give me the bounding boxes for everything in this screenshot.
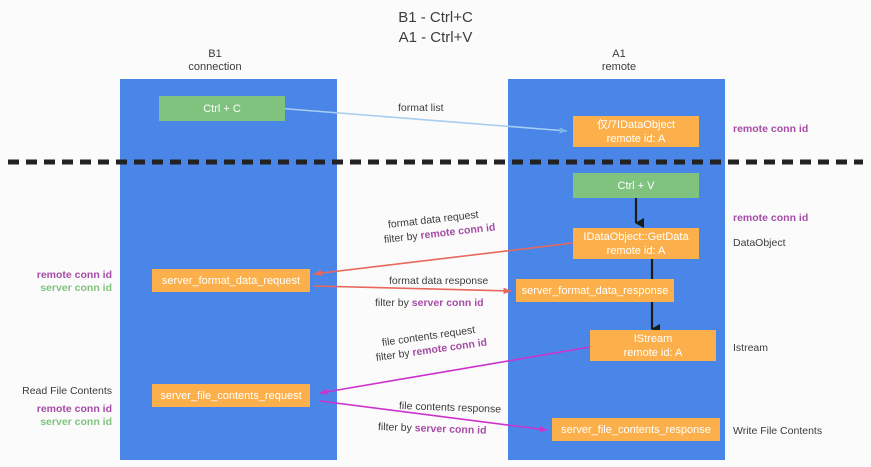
diagram-title: B1 - Ctrl+C A1 - Ctrl+V bbox=[0, 8, 871, 48]
annotation-left-remote-conn-2: remote conn id bbox=[36, 403, 112, 415]
column-b1-name: B1 bbox=[208, 48, 222, 60]
annotation-left-read-file-contents: Read File Contents bbox=[22, 385, 112, 397]
node-getdata[interactable]: IDataObject::GetData remote id: A bbox=[573, 228, 699, 259]
annotation-right-remote-conn-mid: remote conn id bbox=[733, 212, 809, 224]
node-server-format-data-request-label: server_format_data_request bbox=[161, 274, 301, 287]
node-server-file-contents-request[interactable]: server_file_contents_request bbox=[152, 384, 310, 407]
annotation-left-server-conn-2: server conn id bbox=[40, 416, 112, 428]
node-server-format-data-response-label: server_format_data_response bbox=[521, 284, 669, 297]
title-line-1: B1 - Ctrl+C bbox=[398, 9, 473, 26]
node-istream-line2: remote id: A bbox=[623, 346, 683, 359]
annotation-left-remote-conn-1: remote conn id bbox=[36, 269, 112, 281]
node-server-format-data-response[interactable]: server_format_data_response bbox=[516, 279, 674, 302]
node-idataobject-line1: 仅/7IDataObject bbox=[596, 118, 676, 131]
node-server-file-contents-response-label: server_file_contents_response bbox=[561, 423, 711, 436]
annotation-right-write-file-contents: Write File Contents bbox=[733, 425, 823, 437]
filter-prefix-3: filter by bbox=[375, 346, 414, 364]
annotation-left-server-conn-1: server conn id bbox=[40, 282, 112, 294]
annotation-right-istream: Istream bbox=[733, 342, 769, 354]
edge-label-format-list: format list bbox=[398, 102, 444, 114]
edge-label-format-data-response: format data response bbox=[389, 275, 489, 287]
filter-server-conn-id-2: server conn id bbox=[411, 297, 484, 309]
filter-prefix-2: filter by bbox=[375, 297, 412, 309]
node-server-format-data-request[interactable]: server_format_data_request bbox=[152, 269, 310, 292]
node-istream-line1: IStream bbox=[633, 332, 673, 345]
node-getdata-line2: remote id: A bbox=[606, 244, 666, 257]
filter-prefix-4: filter by bbox=[377, 421, 415, 435]
node-ctrl-v[interactable]: Ctrl + V bbox=[573, 173, 699, 198]
node-ctrl-c-line1: Ctrl + C bbox=[203, 102, 241, 115]
column-header-b1: B1 connection bbox=[152, 48, 278, 74]
edge-label-file-contents-response: file contents response bbox=[398, 400, 502, 416]
edge-label-file-contents-response-filter: filter by server conn id bbox=[378, 420, 487, 438]
node-server-file-contents-request-label: server_file_contents_request bbox=[160, 389, 302, 402]
title-line-2: A1 - Ctrl+V bbox=[398, 29, 473, 46]
annotation-right-remote-conn-top: remote conn id bbox=[733, 123, 809, 135]
column-a1-role: remote bbox=[601, 61, 637, 73]
annotation-right-dataobject: DataObject bbox=[733, 237, 786, 249]
filter-server-conn-id-4: server conn id bbox=[414, 422, 487, 437]
column-b1-role: connection bbox=[188, 61, 242, 73]
column-a1-name: A1 bbox=[612, 48, 626, 60]
edge-label-format-data-response-filter: filter by server conn id bbox=[375, 296, 484, 310]
node-ctrl-v-line1: Ctrl + V bbox=[617, 179, 655, 192]
column-header-a1: A1 remote bbox=[556, 48, 682, 74]
node-getdata-line1: IDataObject::GetData bbox=[583, 230, 689, 243]
node-idataobject-line2: remote id: A bbox=[606, 132, 666, 145]
node-istream[interactable]: IStream remote id: A bbox=[590, 330, 716, 361]
node-ctrl-c[interactable]: Ctrl + C bbox=[159, 96, 285, 121]
filter-prefix-1: filter by bbox=[383, 229, 422, 246]
node-server-file-contents-response[interactable]: server_file_contents_response bbox=[552, 418, 720, 441]
node-idataobject[interactable]: 仅/7IDataObject remote id: A bbox=[573, 116, 699, 147]
